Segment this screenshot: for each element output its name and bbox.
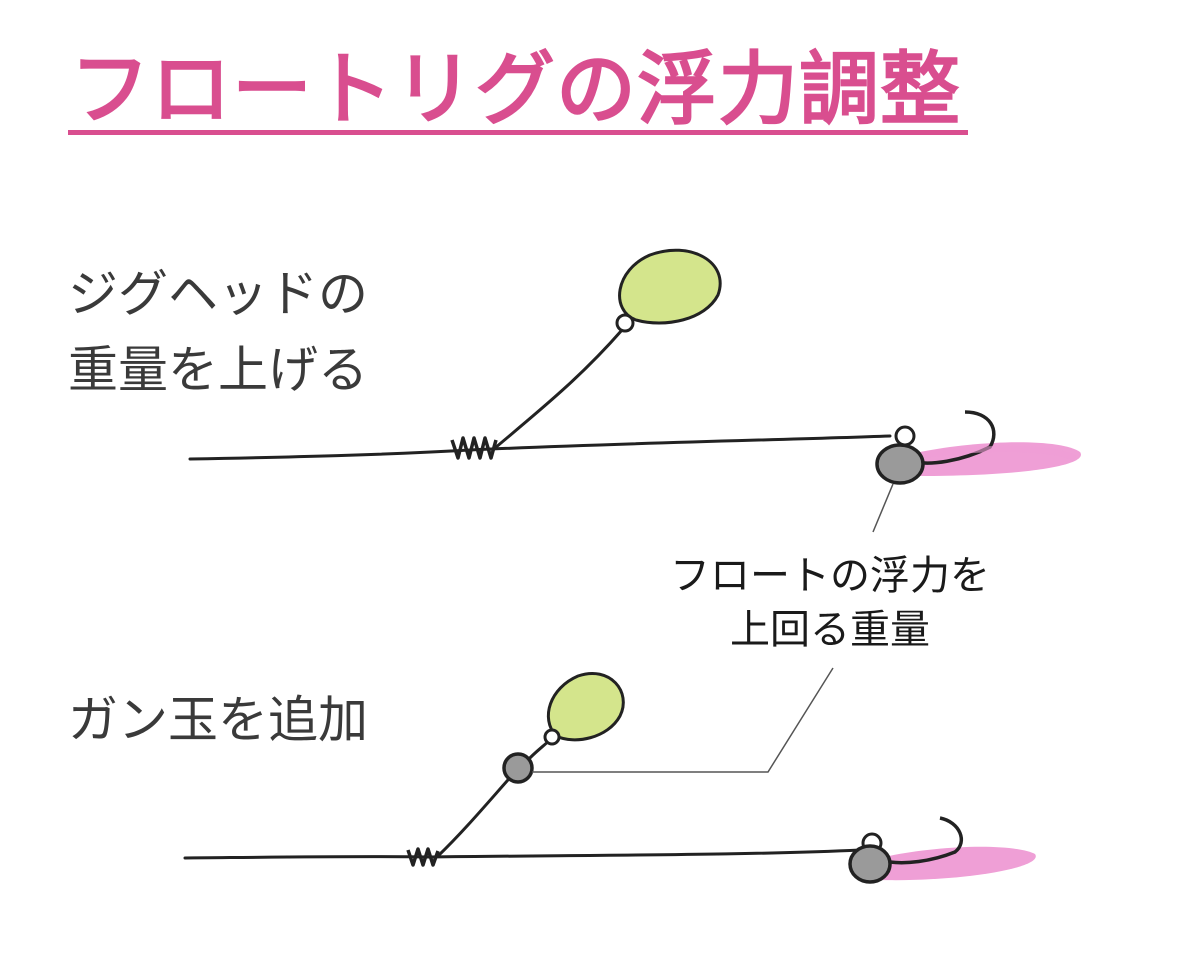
jighead-sinker	[875, 443, 925, 485]
callout-leaders	[532, 483, 894, 773]
jighead-sinker	[848, 844, 892, 884]
swivel-knot	[450, 436, 498, 460]
float-body	[546, 672, 625, 742]
split-shot	[502, 752, 534, 784]
worm-body	[880, 846, 1036, 881]
rig-1	[188, 248, 1081, 485]
method-1-label-line1: ジグヘッドの	[68, 265, 368, 323]
worm-overlay	[924, 445, 1077, 461]
title-underline	[68, 130, 968, 135]
page-title: フロートリグの浮力調整	[70, 43, 961, 136]
method-1-label-line2: 重量を上げる	[68, 341, 368, 399]
callout-line2: 上回る重量	[730, 607, 930, 653]
hook	[889, 816, 963, 865]
float-eye	[543, 728, 561, 746]
swivel-knot	[406, 847, 440, 867]
leader-to-split-shot	[532, 667, 834, 773]
callout-line1: フロートの浮力を	[670, 553, 990, 599]
float-eye	[615, 313, 635, 333]
main-line	[183, 848, 862, 860]
leader-to-jighead	[872, 483, 894, 533]
float-body	[618, 248, 722, 325]
main-line	[188, 434, 892, 461]
method-2-label: ガン玉を追加	[68, 691, 368, 749]
float-leader	[494, 329, 624, 450]
rig-2	[183, 672, 1036, 884]
float-leader	[436, 771, 517, 858]
jighead-eye	[894, 425, 916, 447]
